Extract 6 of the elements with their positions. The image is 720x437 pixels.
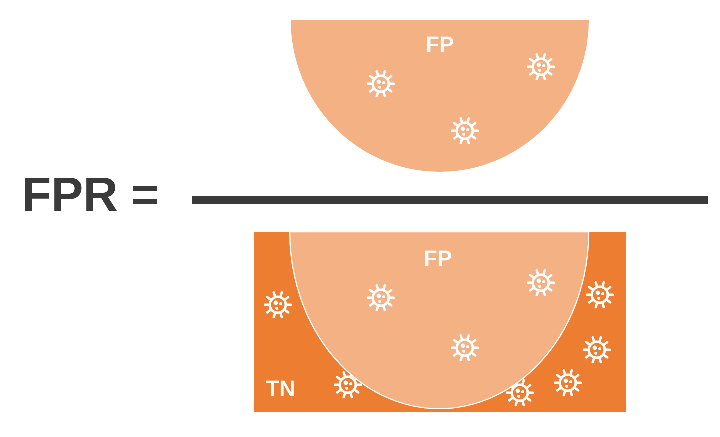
region-label: FP: [424, 248, 452, 270]
region-label: TN: [266, 378, 296, 400]
fp-region: [290, 20, 590, 173]
tn-region: [254, 232, 626, 412]
formula-text: FPR =: [22, 172, 160, 220]
region-label: FP: [426, 34, 454, 56]
